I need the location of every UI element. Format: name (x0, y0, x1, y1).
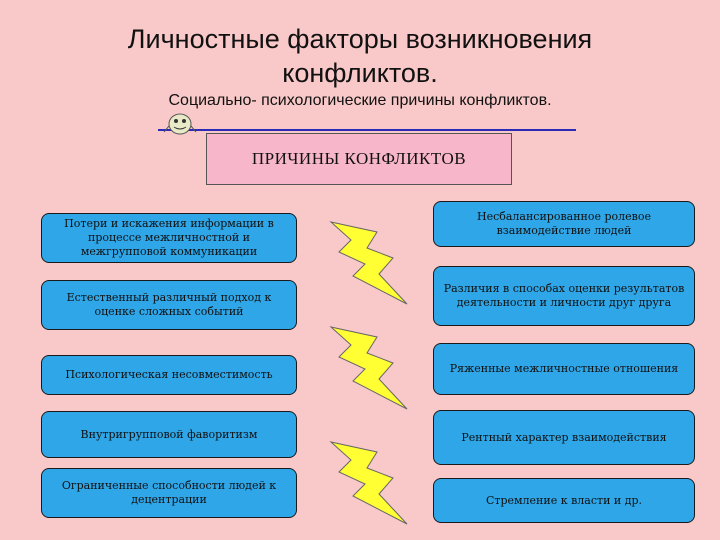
left-cause-1: Потери и искажения информации в процессе… (41, 213, 297, 263)
lightning-bolt-icon (329, 441, 408, 525)
right-cause-4: Рентный характер взаимодействия (433, 410, 695, 465)
slide-subtitle: Социально- психологические причины конфл… (168, 92, 552, 109)
title-line-2: конфликтов. (282, 58, 438, 88)
lightning-bolt-icon (329, 326, 408, 410)
right-cause-1: Несбалансированное ролевое взаимодействи… (433, 201, 695, 247)
left-cause-3: Психологическая несовместимость (41, 355, 297, 395)
slide-title: Личностные факторы возникновения конфлик… (0, 22, 720, 90)
left-cause-2: Естественный различный подход к оценке с… (41, 280, 297, 330)
causes-header: ПРИЧИНЫ КОНФЛИКТОВ (206, 133, 512, 185)
title-line-1: Личностные факторы возникновения (127, 24, 593, 54)
right-cause-5: Стремление к власти и др. (433, 478, 695, 523)
clipart-figure-icon (163, 113, 197, 135)
divider-line (158, 129, 576, 131)
left-cause-5: Ограниченные способности людей к децентр… (41, 468, 297, 518)
lightning-bolt-icon (329, 221, 408, 305)
right-cause-2: Различия в способах оценки результатов д… (433, 266, 695, 326)
right-cause-3: Ряженные межличностные отношения (433, 343, 695, 395)
left-cause-4: Внутригрупповой фаворитизм (41, 411, 297, 458)
